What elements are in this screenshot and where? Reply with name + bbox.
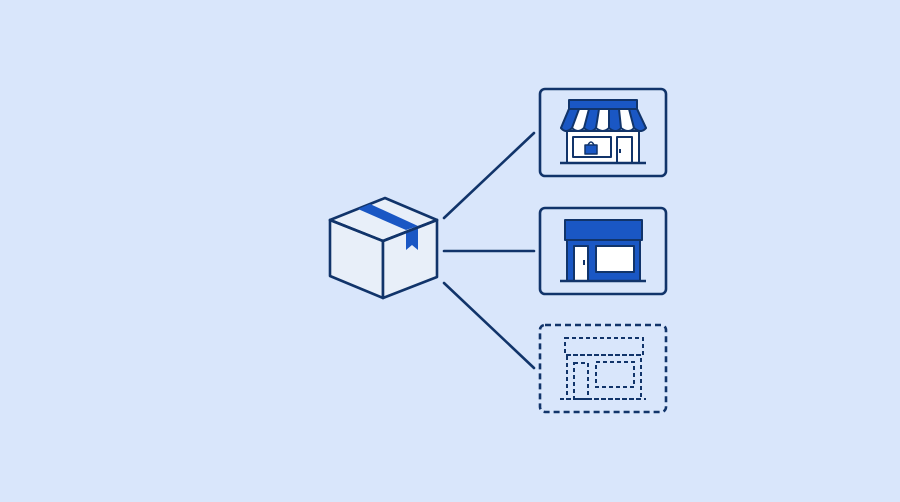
shop-door: [573, 245, 589, 282]
connectors: [442, 131, 536, 370]
connector-line-bottom: [442, 281, 536, 370]
placeholder-window: [595, 361, 635, 388]
package-box-icon: [328, 196, 439, 300]
target-card-storefront: [538, 87, 668, 178]
box-edge-top: [328, 218, 439, 243]
placeholder-door: [573, 362, 589, 400]
storefront-bag: [584, 144, 598, 155]
card-frame: [538, 206, 668, 296]
shop-roof: [564, 219, 643, 241]
card-frame-dashed: [538, 323, 668, 414]
shop-window: [595, 245, 635, 273]
card-frame: [538, 87, 668, 178]
shop-building-icon: [560, 219, 646, 283]
target-card-placeholder: [538, 323, 668, 414]
storefront-bag-handle: [587, 141, 595, 146]
target-card-shop: [538, 206, 668, 296]
awning-roof: [568, 99, 638, 110]
box-tape-front: [406, 227, 418, 250]
store-placeholder-icon: [560, 337, 646, 400]
storefront-awning-icon: [560, 99, 647, 165]
box-tape-top: [358, 204, 418, 230]
placeholder-roof: [564, 337, 644, 356]
connector-line-top: [442, 131, 536, 220]
